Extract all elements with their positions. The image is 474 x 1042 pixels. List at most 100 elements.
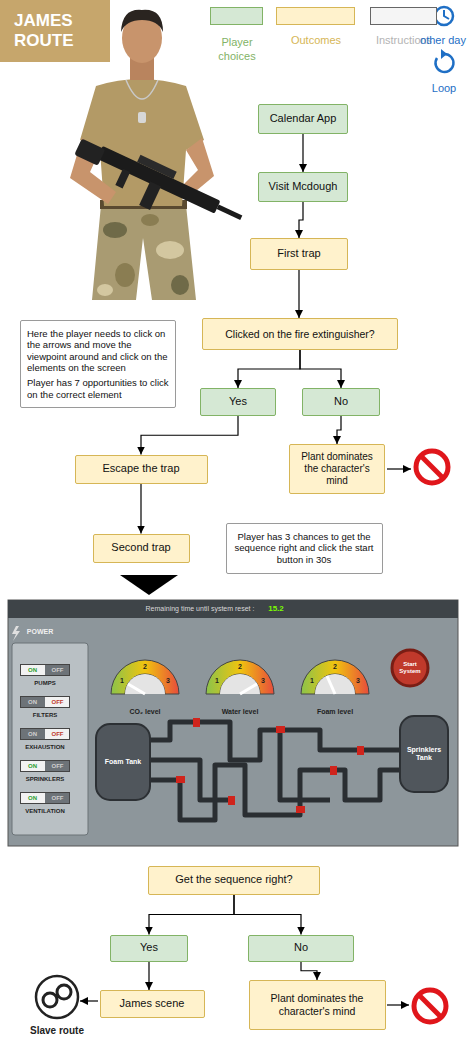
- soldier-figure-part: [92, 205, 196, 300]
- game-screenshot-part-part: [276, 726, 285, 733]
- route-title: JAMES ROUTE: [0, 0, 110, 62]
- legend-swatch: [276, 7, 355, 25]
- box-text: Yes: [117, 941, 181, 954]
- outcome-box: Escape the trap: [75, 455, 208, 484]
- timer-value: 15.2: [268, 605, 284, 614]
- box-text: Calendar App: [265, 112, 341, 125]
- game-screenshot-part: [8, 600, 458, 618]
- game-screenshot-part: [8, 600, 458, 846]
- switch-off: OFF: [52, 667, 64, 674]
- box-text: Clicked on the fire extinguisher?: [209, 328, 391, 341]
- choice-box: No: [248, 935, 354, 962]
- game-screenshot-part: [45, 729, 69, 739]
- game-screenshot-part: [125, 674, 165, 694]
- game-screenshot-part-part: [150, 722, 400, 760]
- game-screenshot-part-part: [150, 765, 400, 820]
- soldier-figure-part: [141, 214, 159, 226]
- game-screenshot-part-part: [176, 776, 185, 783]
- game-screenshot-part: [45, 665, 69, 675]
- prohibition-icon-part: [419, 995, 441, 1017]
- box-text: Visit Mcdough: [265, 180, 341, 193]
- prohibition-icon-part: [416, 451, 448, 483]
- soldier-figure-part-part: [139, 181, 161, 210]
- loop-icon-part: [435, 54, 453, 72]
- flow-arrow: [298, 270, 299, 318]
- choice-box: Visit Mcdough: [258, 172, 348, 202]
- game-screenshot-part: [21, 761, 45, 771]
- box-text: Plant dominates the character's mind: [256, 992, 379, 1017]
- soldier-figure-part: [126, 80, 158, 99]
- game-screenshot-part: [206, 660, 274, 694]
- legend-swatch: [370, 7, 437, 25]
- switch-on: ON: [28, 699, 37, 706]
- tank-label: Foam Tank: [101, 758, 145, 766]
- box-text: James scene: [107, 997, 198, 1010]
- soldier-figure-part: [156, 241, 184, 259]
- soldier-figure-part-part: [115, 169, 130, 189]
- outcome-box: First trap: [250, 238, 348, 270]
- gauge-number: 1: [310, 677, 314, 685]
- game-screenshot-part: [20, 792, 70, 804]
- flow-arrow: [234, 895, 301, 935]
- switch-on: ON: [28, 731, 37, 738]
- gauge-number: 2: [333, 663, 337, 671]
- soldier-figure-part-part: [74, 139, 105, 166]
- game-screenshot-part: [21, 793, 45, 803]
- flow-arrow: [301, 962, 317, 981]
- down-triangle: [120, 575, 178, 595]
- soldier-figure-part: [70, 138, 116, 204]
- switch-off: OFF: [52, 763, 64, 770]
- game-screenshot-part: [150, 722, 400, 820]
- soldier-figure-part: [67, 129, 248, 246]
- timer-caption: Remaining time until system reset :: [146, 605, 255, 613]
- flow-arrow: [149, 895, 234, 935]
- box-text: No: [309, 395, 373, 408]
- handcuffs-icon: [36, 976, 78, 1018]
- switch-name: SPRINKLERS: [26, 776, 65, 783]
- game-screenshot-part: [20, 760, 70, 772]
- soldier-figure-part: [97, 284, 113, 296]
- game-screenshot-part: [111, 660, 179, 694]
- legend-swatch: [210, 7, 263, 25]
- flow-arrow: [140, 484, 141, 534]
- switch-off: OFF: [52, 699, 64, 706]
- game-screenshot-part: [128, 684, 145, 694]
- switch-name: PUMPS: [34, 680, 55, 687]
- flow-arrow: [299, 202, 303, 238]
- game-screenshot-part: [176, 718, 364, 813]
- game-screenshot-part: [220, 674, 260, 694]
- outcome-decision: Get the sequence right?: [148, 866, 320, 895]
- switch-on: ON: [28, 667, 37, 674]
- flow-arrow: [337, 416, 341, 444]
- game-screenshot-part-part: [296, 806, 305, 813]
- prohibition-icon-part: [421, 456, 443, 478]
- box-text: Get the sequence right?: [155, 873, 313, 886]
- game-screenshot-part-part: [280, 730, 330, 800]
- box-text: Player has 3 chances to get the sequence…: [233, 531, 376, 565]
- game-screenshot-part: [96, 724, 150, 800]
- switch-name: EXHAUSTION: [25, 744, 64, 751]
- fail-arrow-part: [387, 468, 411, 469]
- gauge-label: Water level: [222, 708, 259, 716]
- switch-off: OFF: [52, 731, 64, 738]
- game-screenshot-part: [21, 729, 45, 739]
- legend-label: Outcomes: [291, 33, 341, 47]
- choice-box: No: [302, 388, 380, 416]
- prohibition-icon-part: [414, 990, 446, 1022]
- outcome-box: Second trap: [93, 534, 190, 563]
- gauge-label: Foam level: [317, 708, 353, 716]
- flow-arrow: [148, 962, 149, 991]
- legend-label: Player choices: [211, 35, 263, 64]
- gauge-number: 1: [120, 677, 124, 685]
- switch-name: VENTILATION: [25, 808, 65, 815]
- box-text: No: [255, 941, 347, 954]
- game-screenshot-part-part: [193, 718, 200, 727]
- soldier-figure-part: [121, 10, 163, 32]
- soldier-figure-part: [171, 275, 189, 295]
- legend-label: other day: [420, 33, 466, 47]
- game-screenshot-part: [45, 761, 69, 771]
- game-screenshot-part: [327, 676, 335, 694]
- soldier-figure-part-part: [97, 146, 221, 214]
